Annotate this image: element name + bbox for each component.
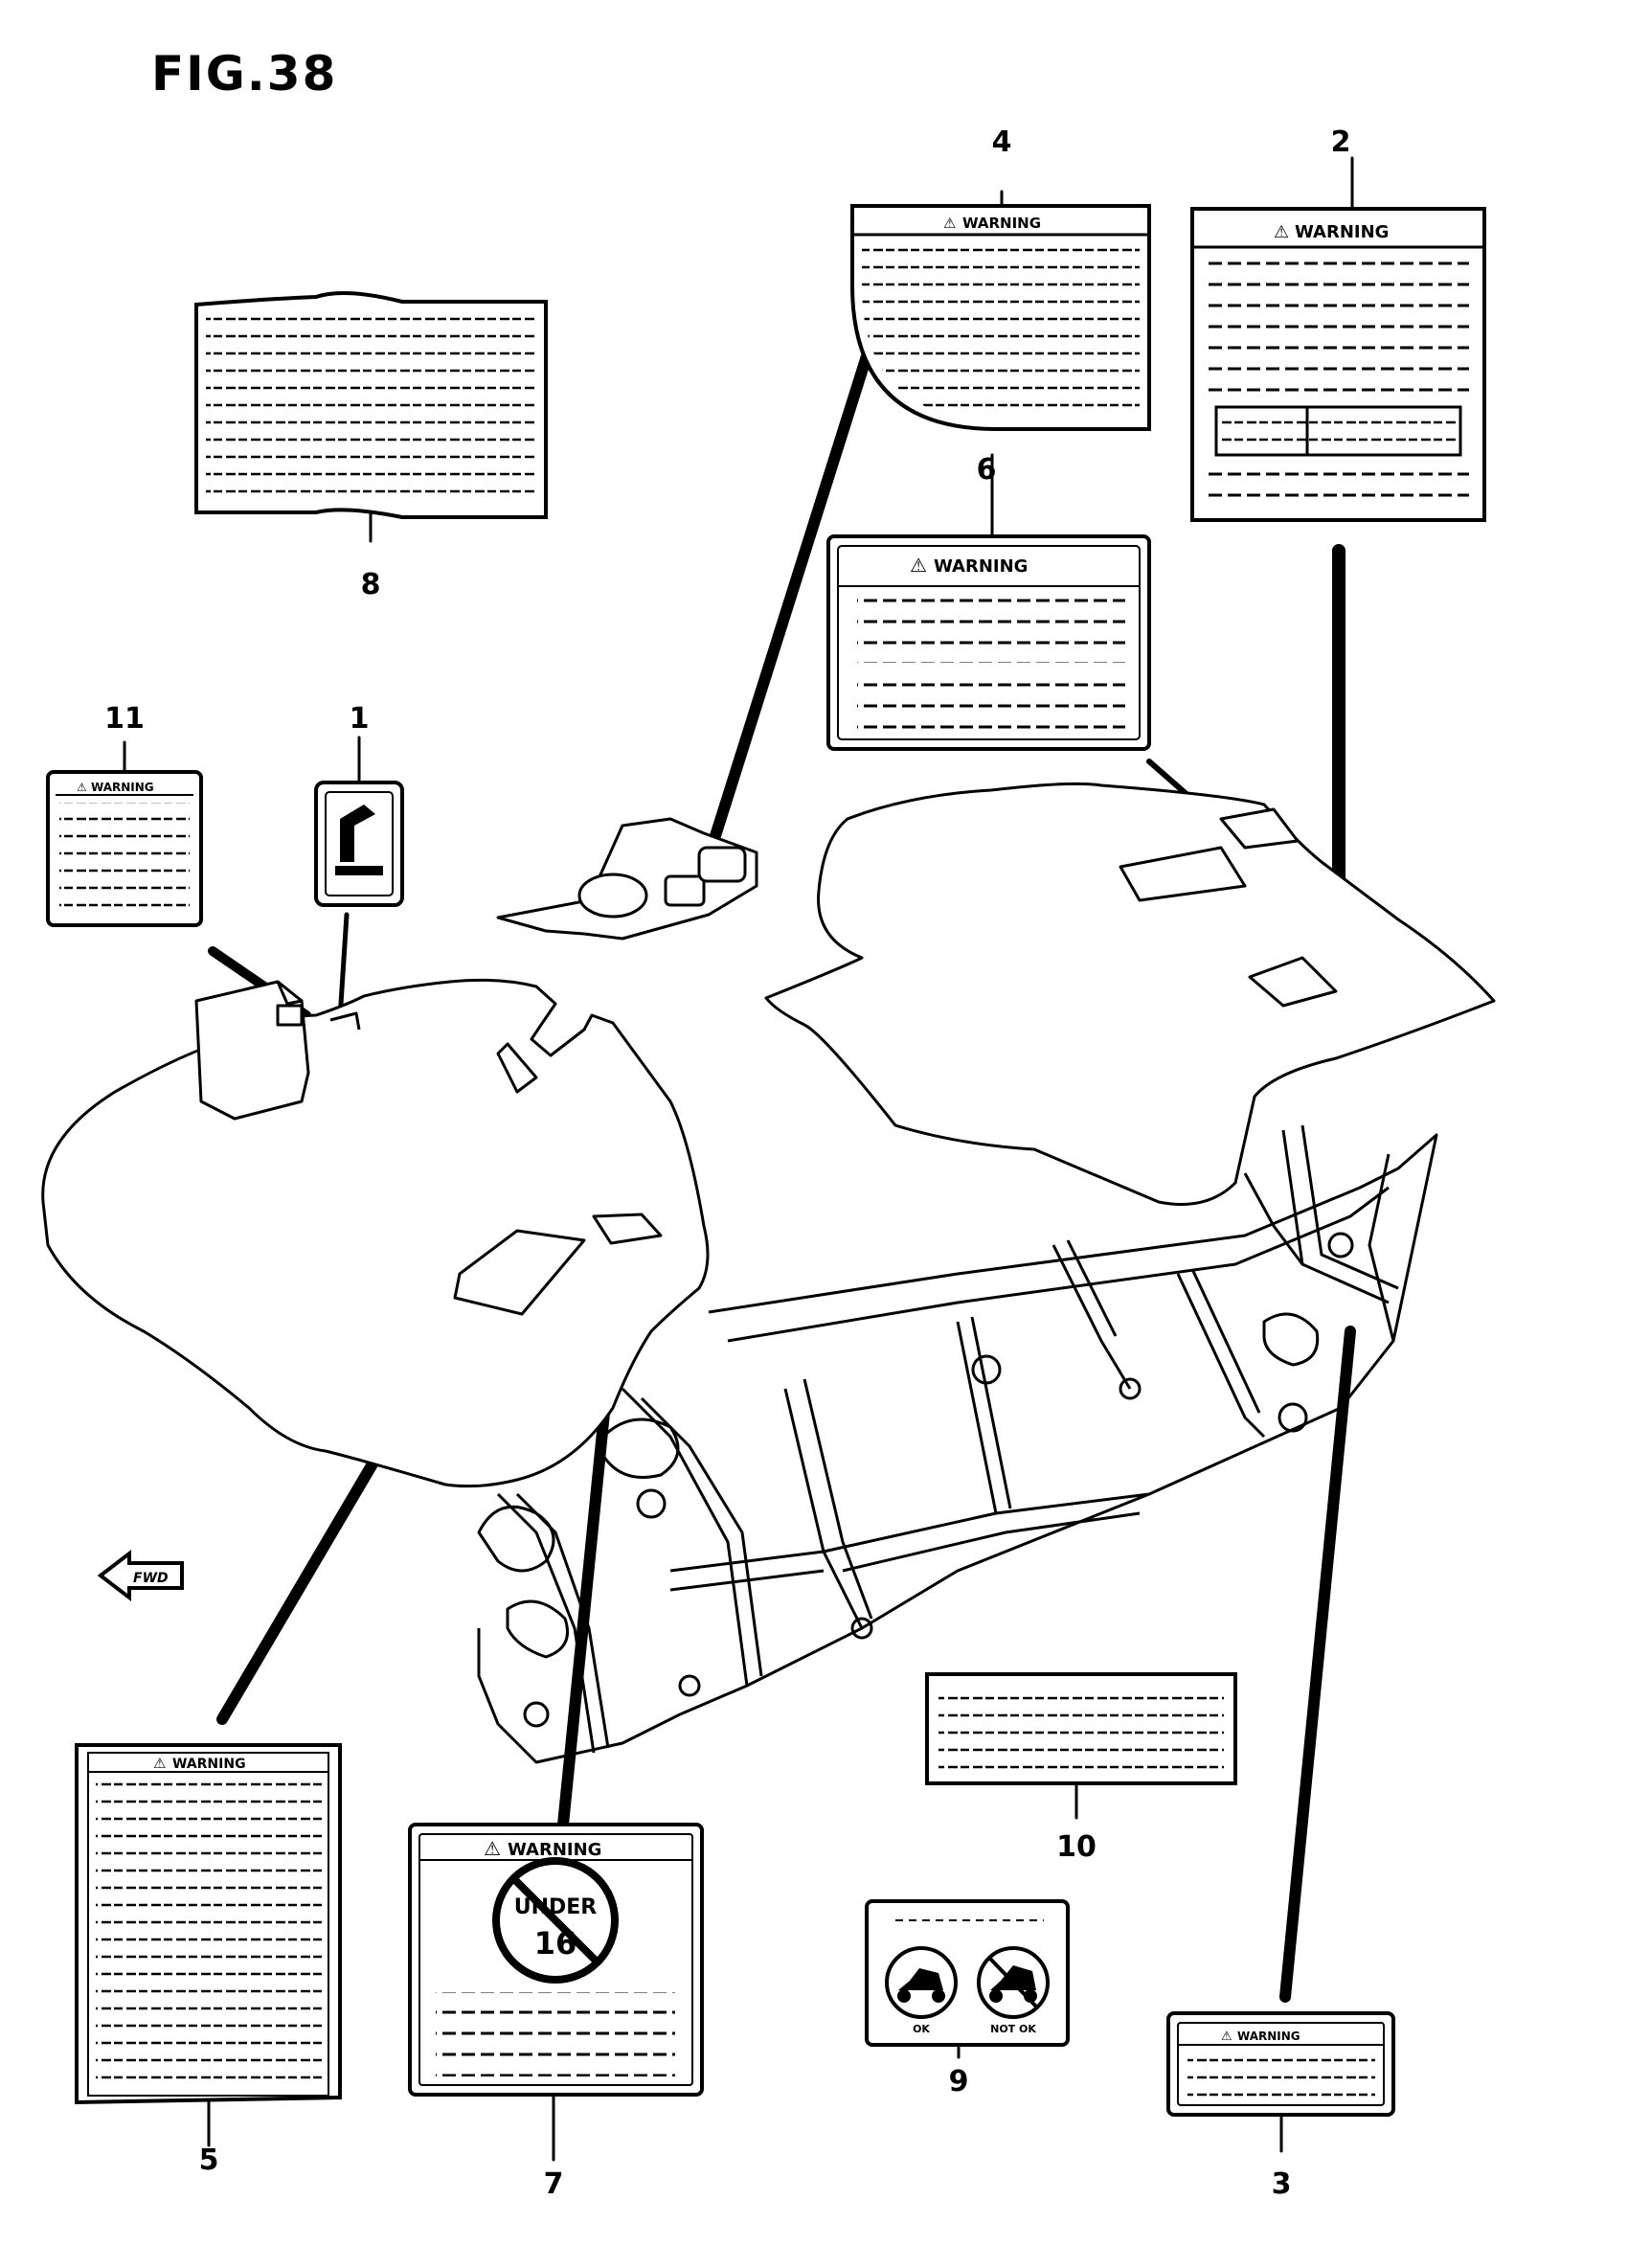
callout-1: 1 <box>350 702 370 736</box>
callout-6: 6 <box>977 453 997 487</box>
callout-11: 11 <box>104 702 145 736</box>
warning-symbol: ⚠ <box>1274 222 1289 242</box>
age-line-1: UNDER <box>514 1895 598 1919</box>
callout-8: 8 <box>361 568 381 601</box>
front-direction-badge: FWD <box>97 1549 184 1602</box>
label-4-warning-text: WARNING <box>962 215 1041 232</box>
label-3-warning-text: WARNING <box>1237 2030 1300 2043</box>
warning-symbol: ⚠ <box>484 1837 501 1860</box>
not-ok-label: NOT OK <box>990 2023 1036 2035</box>
label-10 <box>925 1672 1237 1785</box>
label-5-warning-text: WARNING <box>172 1757 246 1772</box>
label-2: ⚠ WARNING <box>1190 207 1486 522</box>
callout-9: 9 <box>949 2065 969 2098</box>
figure-title: FIG.38 <box>151 46 338 102</box>
label-7-warning-text: WARNING <box>508 1840 601 1860</box>
label-2-warning-text: WARNING <box>1295 222 1389 242</box>
callout-2: 2 <box>1331 125 1351 159</box>
label-4: ⚠ WARNING <box>850 204 1151 431</box>
label-6: ⚠ WARNING <box>826 534 1151 751</box>
label-11: ⚠ WARNING <box>46 770 203 927</box>
fwd-text: FWD <box>133 1571 169 1586</box>
callout-numbers: 4 2 8 6 11 1 10 9 3 5 7 <box>104 125 1350 2201</box>
callout-7: 7 <box>544 2167 564 2201</box>
warning-symbol: ⚠ <box>910 554 927 577</box>
callout-3: 3 <box>1272 2167 1292 2201</box>
ok-label: OK <box>913 2023 930 2035</box>
atv-body <box>41 782 1496 1488</box>
warning-symbol: ⚠ <box>77 781 87 794</box>
shift-lever-icon <box>340 805 375 862</box>
atv-frame <box>477 1124 1438 1764</box>
warning-symbol: ⚠ <box>943 215 956 232</box>
label-6-warning-text: WARNING <box>934 556 1028 577</box>
callout-4: 4 <box>992 125 1012 159</box>
age-line-2: 16 <box>534 1925 577 1962</box>
label-5: ⚠ WARNING <box>75 1743 342 2105</box>
label-9: OK NOT OK <box>865 1899 1070 2047</box>
callout-10: 10 <box>1056 1830 1097 1864</box>
label-8 <box>194 291 548 519</box>
label-3: ⚠ WARNING <box>1166 2011 1395 2117</box>
label-1 <box>314 781 404 907</box>
label-11-warning-text: WARNING <box>91 781 154 794</box>
label-7: ⚠ WARNING UNDER 16 <box>408 1823 704 2097</box>
warning-symbol: ⚠ <box>1221 2030 1232 2044</box>
callout-5: 5 <box>199 2143 219 2177</box>
warning-symbol: ⚠ <box>153 1755 166 1772</box>
